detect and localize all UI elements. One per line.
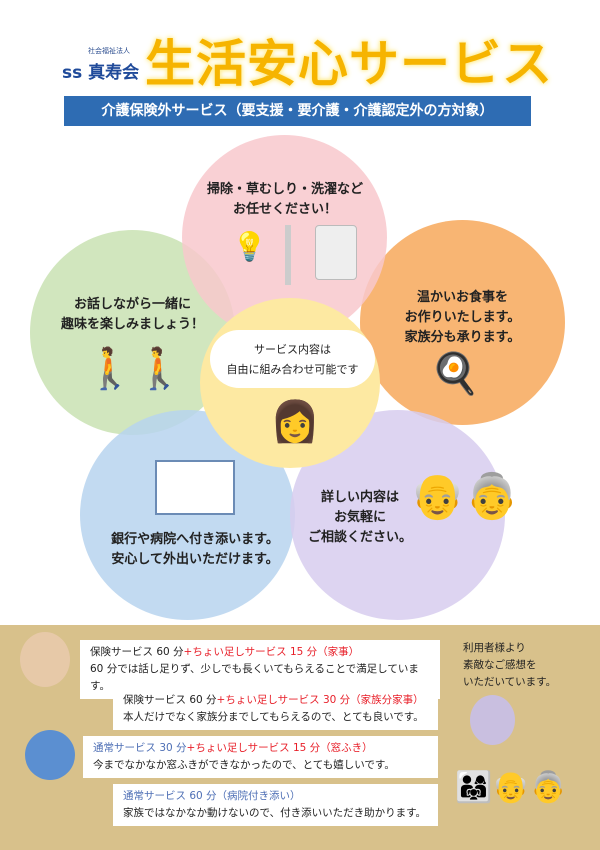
logo-name: 真寿会	[88, 63, 140, 83]
testimonial-comment: 今までなかなか窓ふきができなかったので、とても嬉しいです。	[93, 759, 395, 771]
subtitle-banner: 介護保険外サービス（要支援・要介護・介護認定外の方対象）	[64, 96, 531, 126]
elderly-man-avatar	[25, 730, 75, 780]
base-service: 通常サービス 60 分（病院付き添い）	[123, 790, 301, 802]
testimonial-card: 保険サービス 60 分+ちょい足しサービス 30 分（家族分家事） 本人だけでな…	[113, 688, 438, 730]
base-service: 通常サービス 30 分	[93, 742, 187, 754]
hospital-icon	[155, 460, 235, 515]
extra-service: +ちょい足しサービス 15 分（窓ふき）	[186, 742, 373, 754]
page-title: 生活安心サービス	[145, 35, 553, 93]
testimonial-comment: 60 分では話し足りず、少しでも長くいてもらえることで満足しています。	[90, 663, 419, 692]
logo: ꜱꜱ 真寿会	[62, 58, 139, 83]
service-cleaning-text: 掃除・草むしり・洗濯など お任せください！	[206, 182, 363, 217]
washing-machine-icon	[315, 225, 357, 280]
extra-service: +ちょい足しサービス 30 分（家族分家事）	[216, 694, 424, 706]
elderly-man-avatar	[20, 632, 70, 687]
service-conversation-text: お話しながら一緒に 趣味を楽しみましょう！	[60, 297, 204, 332]
speech-bubble	[210, 330, 375, 388]
circle-orange	[360, 220, 565, 425]
base-service: 保険サービス 60 分	[123, 694, 217, 706]
testimonial-comment: 家族ではなかなか動けないので、付き添いいただき助かります。	[123, 807, 427, 819]
cooking-person-icon: 🍳	[430, 351, 480, 397]
caregiver-icon: 👩	[270, 399, 320, 445]
elderly-woman-avatar	[470, 695, 515, 745]
service-escort-text: 銀行や病院へ付き添います。 安心して外出いただけます。	[111, 532, 279, 567]
extra-service: +ちょい足しサービス 15 分（家事）	[183, 646, 360, 658]
testimonial-card: 通常サービス 30 分+ちょい足しサービス 15 分（窓ふき） 今までなかなか窓…	[83, 736, 438, 778]
service-consult-text: 詳しい内容は お気軽に ご相談ください。	[307, 490, 412, 545]
testimonial-comment: 本人だけでなく家族分までしてもらえるので、とても良いです。	[123, 711, 424, 723]
walking-people-icon: 🚶🚶	[85, 346, 185, 392]
elderly-couple-icon: 👴👵	[410, 471, 520, 522]
lightbulb-icon: 💡	[232, 230, 267, 263]
center-text: サービス内容は 自由に組み合わせ可能です	[226, 343, 359, 376]
base-service: 保険サービス 60 分	[90, 646, 184, 658]
service-meals-text: 温かいお食事を お作りいたします。 家族分も承ります。	[404, 290, 521, 345]
testimonial-card: 通常サービス 60 分（病院付き添い） 家族ではなかなか動けないので、付き添いい…	[113, 784, 438, 826]
testimonials-note: 利用者様より 素敵なご感想を いただいています。	[463, 642, 557, 688]
logo-mark-icon: ꜱꜱ	[62, 63, 89, 83]
vacuum-icon	[285, 225, 291, 285]
family-icon: 👨‍👩‍👧👴👵	[455, 770, 568, 805]
logo-org-type: 社会福祉法人	[88, 47, 130, 55]
